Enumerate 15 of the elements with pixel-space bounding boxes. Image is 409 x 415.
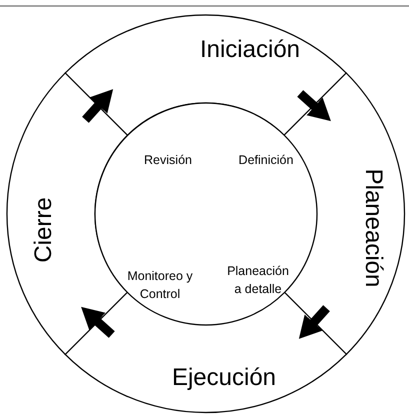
activity-label: Monitoreo y Control xyxy=(126,268,194,303)
activity-label: Planeación a detalle xyxy=(226,262,290,298)
phase-label: Planeación xyxy=(358,168,387,288)
ring-segment xyxy=(64,14,348,136)
arrow xyxy=(298,305,330,339)
phase-label: Cierre xyxy=(30,197,58,263)
activity-label: Revisión xyxy=(143,152,193,169)
arrow xyxy=(297,90,331,122)
inner-circle xyxy=(94,102,318,326)
arrow xyxy=(81,306,115,338)
activity-label: Definición xyxy=(238,152,294,169)
arrow xyxy=(82,89,114,123)
phase-label: Iniciación xyxy=(200,36,300,64)
ring-segment xyxy=(6,72,128,356)
phase-label: Ejecución xyxy=(172,364,276,392)
